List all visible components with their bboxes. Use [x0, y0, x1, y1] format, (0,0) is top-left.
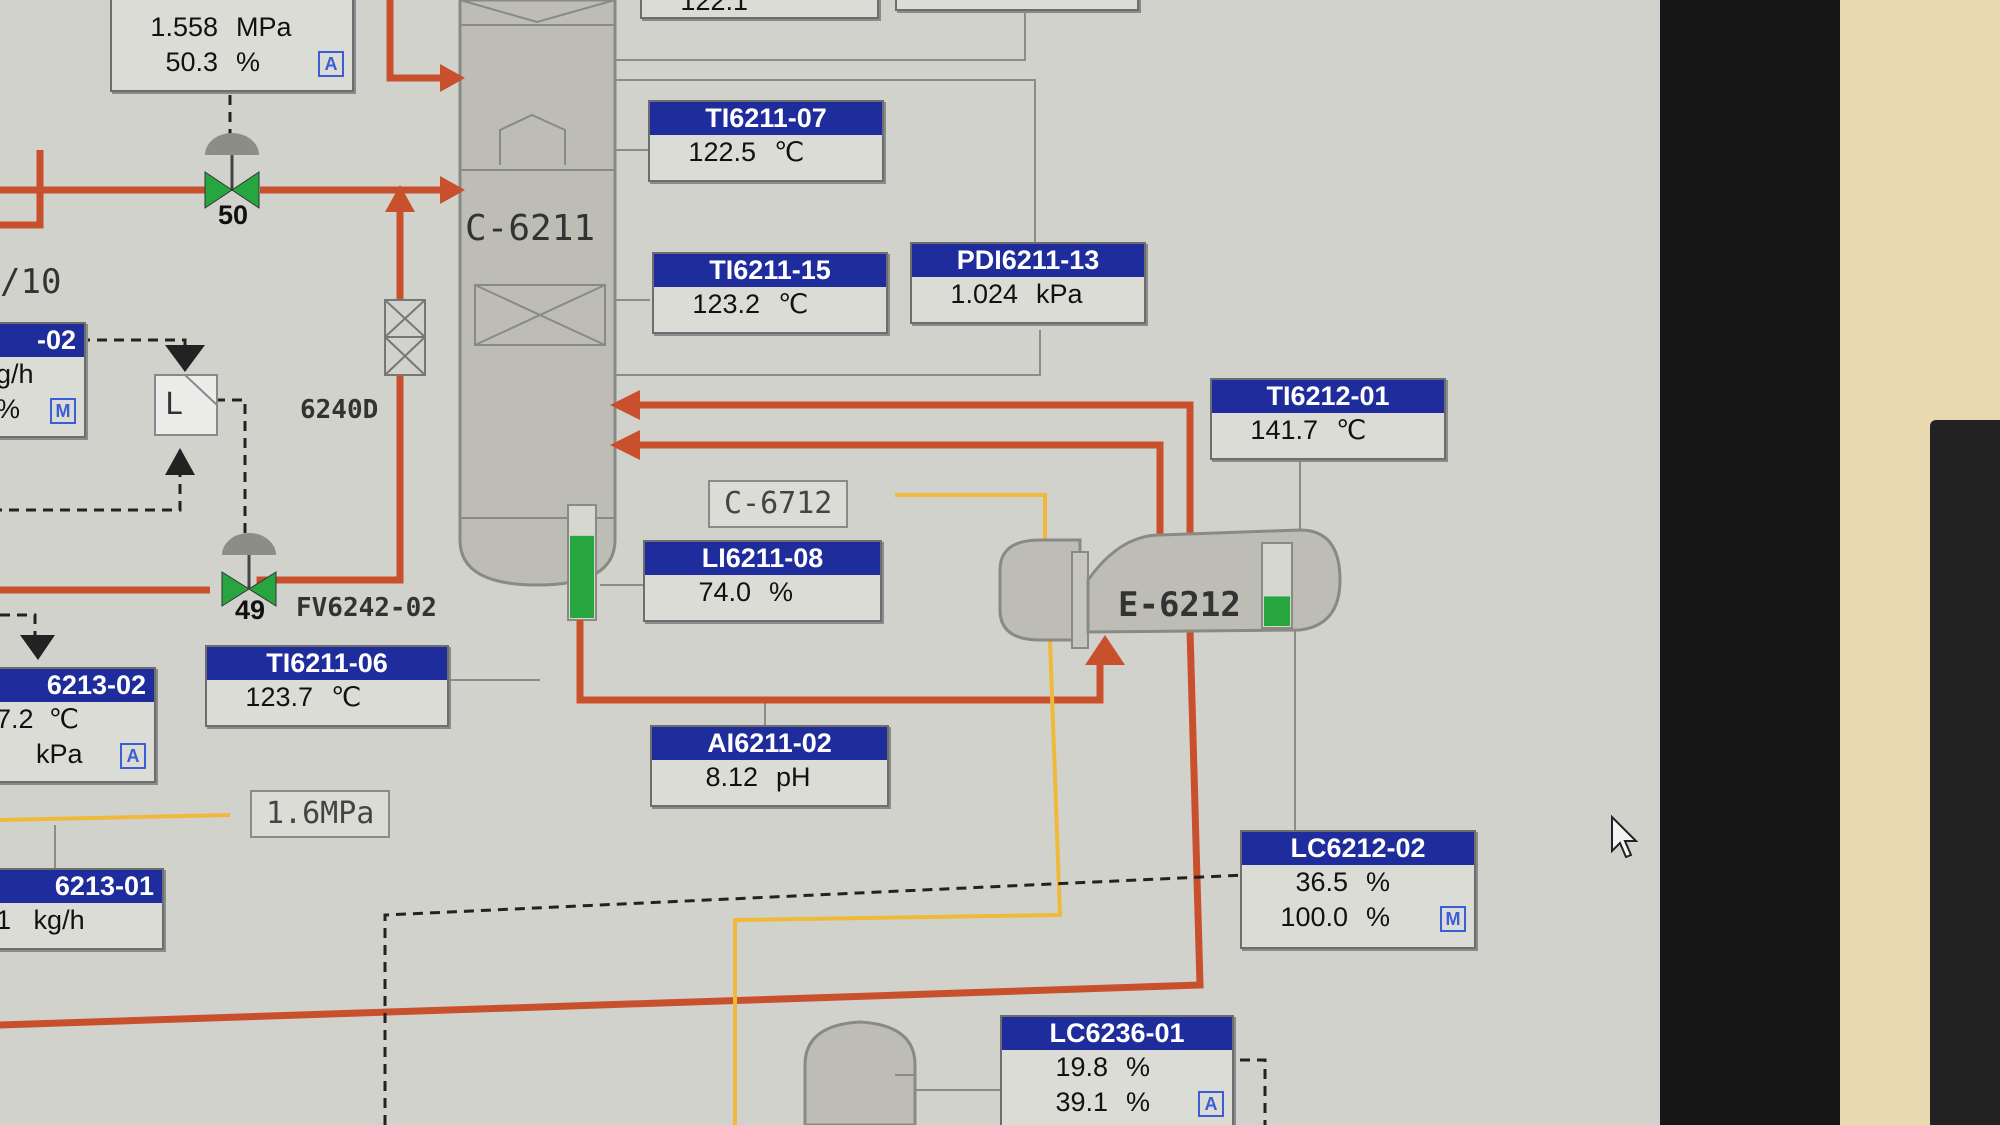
- column-label: C-6211: [465, 208, 596, 249]
- tag-value: 141.7: [1250, 415, 1318, 445]
- tag-value: 123.2: [692, 289, 760, 319]
- tag-unit: ℃: [778, 289, 809, 319]
- flow-arrows: [385, 64, 1125, 665]
- tag-value: 50.3: [165, 47, 218, 77]
- tag-name: -02: [0, 324, 84, 357]
- tag-name: TI6211-15: [654, 254, 886, 287]
- tag-top-right[interactable]: [895, 0, 1139, 11]
- signal-lines: [0, 95, 1267, 1125]
- tag-value: 100.0: [1280, 902, 1348, 932]
- tag-left-6213-02[interactable]: 6213-02 7.2 ℃ kPa A: [0, 667, 156, 783]
- fraction-label: /10: [0, 262, 62, 302]
- filter-label: 6240D: [300, 395, 379, 425]
- tag-value: 36.5: [1295, 867, 1348, 897]
- tag-ti6211-15[interactable]: TI6211-15 123.2 ℃: [652, 252, 888, 334]
- tag-unit: ℃: [1336, 415, 1367, 445]
- monitor-bezel: [1660, 0, 1840, 1125]
- tag-value: 122.1: [680, 0, 748, 16]
- tag-lc6236-01[interactable]: LC6236-01 19.8% 39.1% A: [1000, 1015, 1234, 1125]
- column-level-fill: [570, 535, 594, 618]
- column-c6211[interactable]: [458, 0, 617, 621]
- tag-ti6211-06[interactable]: TI6211-06 123.7 ℃: [205, 645, 449, 727]
- mode-manual-badge[interactable]: M: [50, 398, 76, 424]
- tag-unit: g/h: [0, 359, 34, 389]
- tag-lc6212-02[interactable]: LC6212-02 36.5% 100.0% M: [1240, 830, 1476, 949]
- tag-ti6212-01[interactable]: TI6212-01 141.7 ℃: [1210, 378, 1446, 460]
- tag-unit: ℃: [48, 704, 79, 734]
- tag-unit: %: [1366, 867, 1391, 897]
- tag-name: PDI6211-13: [912, 244, 1144, 277]
- tag-unit: %: [769, 577, 794, 607]
- process-lines: [0, 0, 1204, 1029]
- mode-auto-badge[interactable]: A: [318, 51, 344, 77]
- tag-name: AI6211-02: [652, 727, 887, 760]
- tag-value: 7.2: [0, 704, 34, 734]
- mode-auto-badge[interactable]: A: [120, 743, 146, 769]
- tag-name: TI6211-07: [650, 102, 882, 135]
- reboiler-label: E-6212: [1118, 585, 1241, 625]
- valve-50-output: 50: [218, 200, 249, 230]
- mouse-cursor-icon: [1611, 815, 1639, 859]
- tag-unit: %: [1366, 902, 1391, 932]
- utility-lines: [0, 493, 1063, 1125]
- controller-letter: L: [165, 387, 184, 422]
- tag-left-6213-01[interactable]: 6213-01 1 kg/h: [0, 868, 164, 950]
- tag-li6211-08[interactable]: LI6211-08 74.0%: [643, 540, 882, 622]
- tag-unit: pH: [776, 762, 811, 792]
- tag-value: 8.12: [705, 762, 758, 792]
- control-valve-50[interactable]: [204, 133, 260, 209]
- tag-unit: ℃: [331, 682, 362, 712]
- tag-name: LC6236-01: [1002, 1017, 1232, 1050]
- valve-49-tag-label: FV6242-02: [296, 593, 437, 623]
- control-valve-49[interactable]: [221, 533, 277, 607]
- tag-unit: kPa: [1036, 279, 1083, 309]
- tag-top-center[interactable]: 122.1: [640, 0, 879, 19]
- tag-unit: kg/h: [33, 905, 85, 935]
- tag-value: 74.0: [698, 577, 751, 607]
- reboiler-e6212[interactable]: [998, 528, 1342, 649]
- tag-name: TI6211-06: [207, 647, 447, 680]
- tag-unit: %: [236, 47, 261, 77]
- signal-arrows: [20, 345, 205, 660]
- tag-value: 1: [0, 905, 12, 935]
- mode-manual-badge[interactable]: M: [1440, 906, 1466, 932]
- background-object: [1930, 420, 2000, 1125]
- tag-value: 122.5: [688, 137, 756, 167]
- tag-name: 6213-02: [0, 669, 154, 702]
- tag-ai6211-02[interactable]: AI6211-02 8.12 pH: [650, 725, 889, 807]
- tag-value: 19.8: [1055, 1052, 1108, 1082]
- tag-value: 1.024: [950, 279, 1018, 309]
- tag-unit: %: [0, 394, 20, 424]
- tag-value: 1.558: [150, 12, 218, 42]
- tag-name: LI6211-08: [645, 542, 880, 575]
- valve-49-output: 49: [235, 595, 266, 625]
- tag-name: LC6212-02: [1242, 832, 1474, 865]
- mode-auto-badge[interactable]: A: [1198, 1091, 1224, 1117]
- tag-top-left[interactable]: 1.558 MPa 50.3% A: [110, 0, 354, 92]
- tag-value: 123.7: [245, 682, 313, 712]
- tag-unit: kPa: [36, 739, 83, 769]
- tag-pdi6211-13[interactable]: PDI6211-13 1.024 kPa: [910, 242, 1146, 324]
- dcs-screen: C-6211 E-6212 6240D /10 FV6242-02 L 50 4…: [0, 0, 1660, 1125]
- tag-name: TI6212-01: [1212, 380, 1444, 413]
- tag-unit: MPa: [236, 12, 292, 42]
- drum-vessel[interactable]: [803, 1020, 917, 1125]
- offpage-connector-c6712[interactable]: C-6712: [708, 480, 849, 528]
- tag-left-02[interactable]: -02 g/h % M: [0, 322, 86, 438]
- reboiler-level-fill: [1264, 596, 1290, 626]
- tag-value: 39.1: [1055, 1087, 1108, 1117]
- tag-ti6211-07[interactable]: TI6211-07 122.5 ℃: [648, 100, 884, 182]
- tag-name: 6213-01: [0, 870, 162, 903]
- tag-unit: %: [1126, 1087, 1151, 1117]
- offpage-connector-pressure[interactable]: 1.6MPa: [250, 790, 391, 838]
- tag-unit: %: [1126, 1052, 1151, 1082]
- filter-6240d[interactable]: [384, 299, 426, 376]
- process-flow-diagram: [0, 0, 1342, 1125]
- tag-unit: ℃: [774, 137, 805, 167]
